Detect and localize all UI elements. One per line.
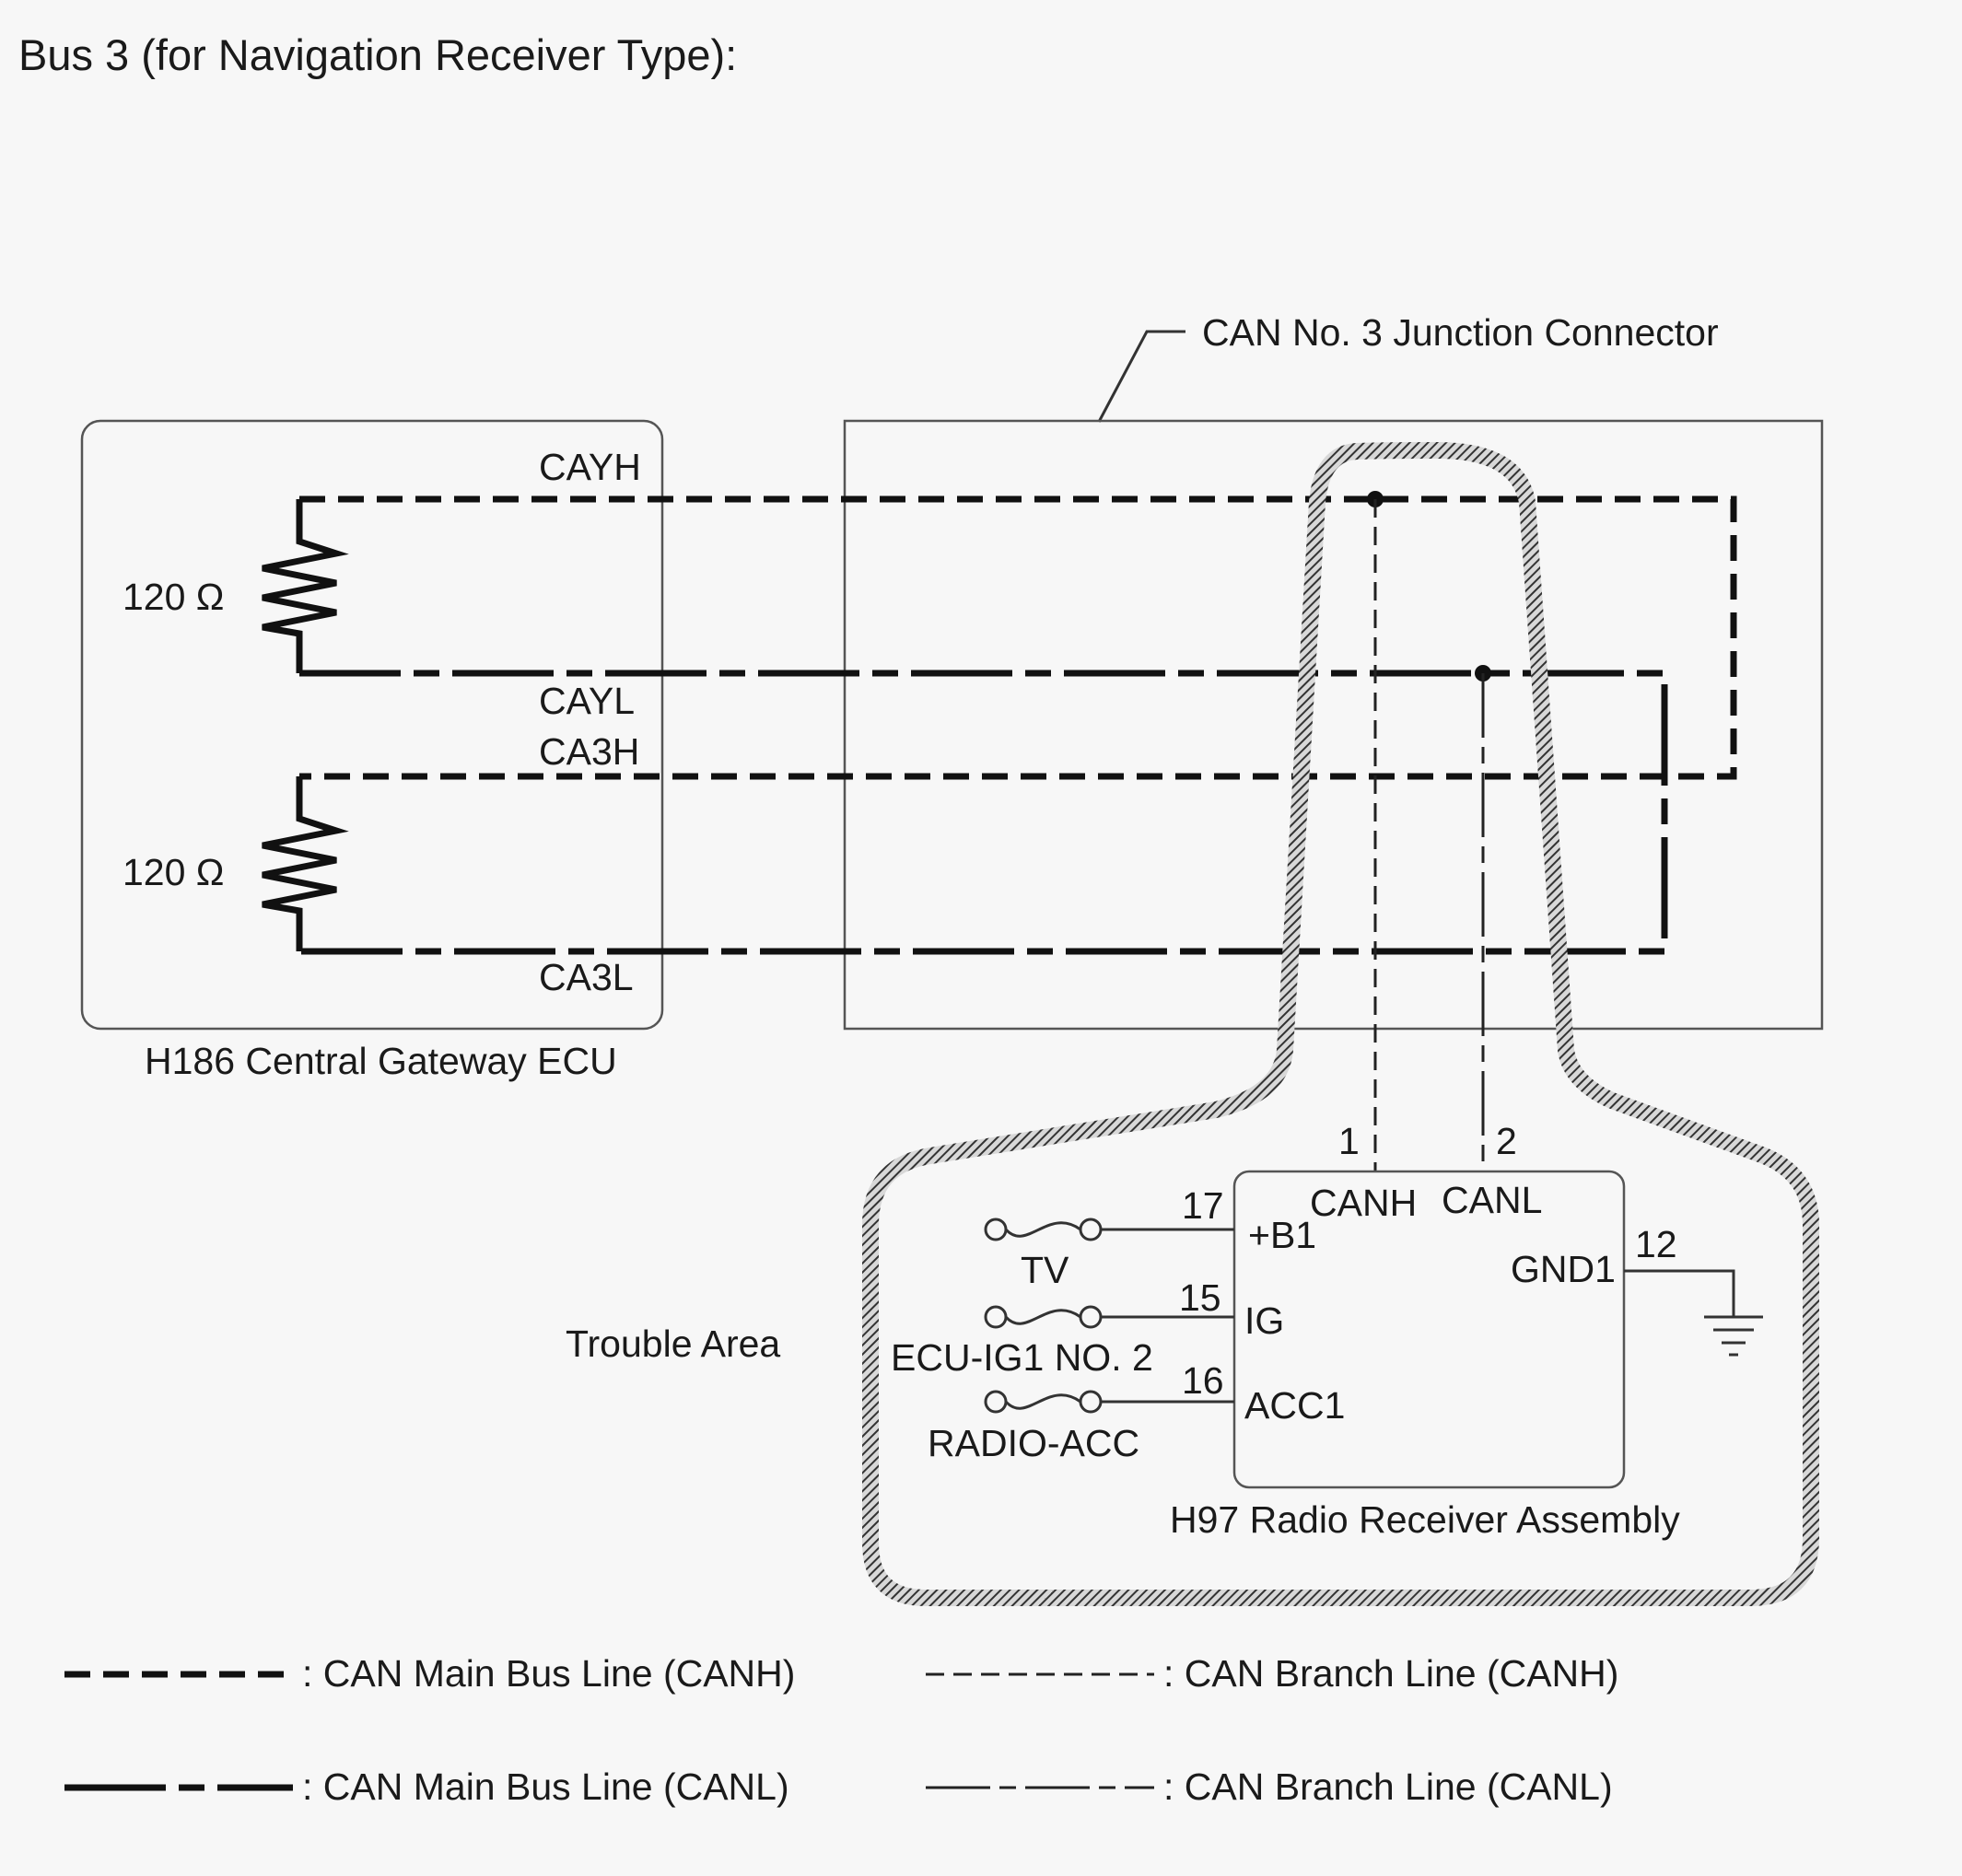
legend-branch-canl-label: : CAN Branch Line (CANL) xyxy=(1163,1765,1613,1808)
main-bus-canl xyxy=(299,670,1668,955)
resistor-bottom-value: 120 Ω xyxy=(123,851,224,893)
fuse-tv-icon xyxy=(984,1218,1103,1241)
pin-number-15: 15 xyxy=(1179,1276,1221,1319)
fuse-radio-acc-icon xyxy=(984,1390,1103,1414)
legend-main-canl-label: : CAN Main Bus Line (CANL) xyxy=(302,1765,789,1808)
junction-connector-label: CAN No. 3 Junction Connector xyxy=(1202,311,1719,354)
junction-connector-box xyxy=(843,419,1824,1031)
pin-acc1-label: ACC1 xyxy=(1244,1384,1345,1427)
pin-canl-label: CANL xyxy=(1442,1179,1542,1221)
ground-icon xyxy=(1704,1315,1763,1357)
trouble-area-outline xyxy=(862,442,1819,1606)
gateway-ecu-box xyxy=(80,419,664,1031)
fuse-ecu-ig1-label: ECU-IG1 NO. 2 xyxy=(891,1336,1153,1379)
pin-ca3h-label: CA3H xyxy=(539,730,639,773)
legend-main-canh-label: : CAN Main Bus Line (CANH) xyxy=(302,1652,795,1695)
resistor-bottom xyxy=(262,776,349,951)
pin-cayh-label: CAYH xyxy=(539,446,641,488)
pin-number-1: 1 xyxy=(1338,1120,1360,1162)
wire-gnd1 xyxy=(1624,1269,1735,1317)
pin-canh-label: CANH xyxy=(1310,1182,1417,1224)
pin-number-12: 12 xyxy=(1635,1223,1677,1265)
pin-ig-label: IG xyxy=(1244,1299,1284,1342)
pin-ca3l-label: CA3L xyxy=(539,956,634,998)
trouble-area-label: Trouble Area xyxy=(566,1323,780,1365)
fuse-ecu-ig1-icon xyxy=(984,1305,1103,1329)
gateway-ecu-label: H186 Central Gateway ECU xyxy=(145,1040,617,1082)
page-title: Bus 3 (for Navigation Receiver Type): xyxy=(18,30,737,79)
fuse-radio-acc-label: RADIO-ACC xyxy=(928,1422,1139,1464)
pin-cayl-label: CAYL xyxy=(539,680,635,722)
resistor-top xyxy=(262,499,349,673)
pin-number-17: 17 xyxy=(1182,1184,1224,1227)
legend-branch-canh-label: : CAN Branch Line (CANH) xyxy=(1163,1652,1618,1695)
radio-receiver-box xyxy=(1232,1170,1626,1489)
pin-b1-label: +B1 xyxy=(1248,1214,1316,1256)
radio-receiver-label: H97 Radio Receiver Assembly xyxy=(1170,1498,1680,1541)
junction-connector-leader xyxy=(1097,330,1185,423)
pin-number-16: 16 xyxy=(1182,1359,1224,1402)
resistor-top-value: 120 Ω xyxy=(123,576,224,618)
main-bus-canh xyxy=(299,495,1737,780)
pin-number-2: 2 xyxy=(1496,1120,1517,1162)
pin-gnd1-label: GND1 xyxy=(1511,1248,1616,1290)
fuse-tv-label: TV xyxy=(1021,1249,1069,1291)
